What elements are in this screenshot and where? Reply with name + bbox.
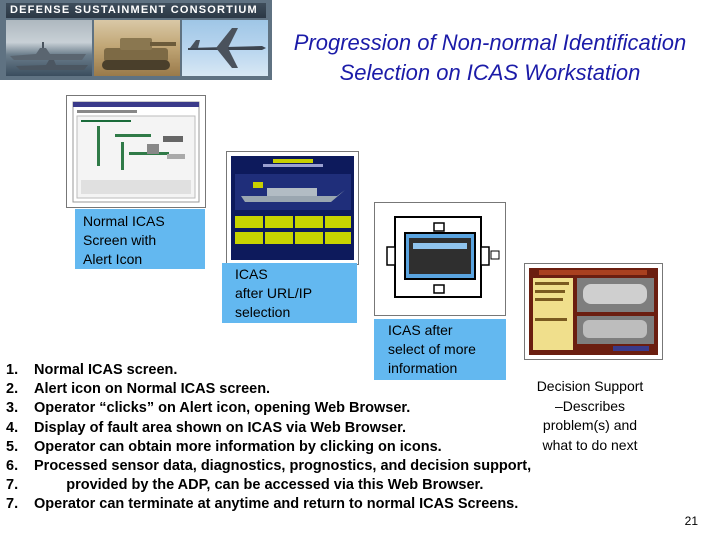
step-number: 1. — [6, 362, 19, 378]
callout-normal-icas-line-2: Screen with — [83, 232, 157, 248]
step-number: 6. — [6, 458, 19, 475]
decision-support-line-3: problem(s) and — [542, 417, 638, 433]
decision-support-line-2: –Describes — [554, 397, 626, 414]
callout-after-select-line-1: ICAS after — [388, 322, 453, 338]
callout-after-url: ICAS after URL/IP selection — [222, 263, 357, 323]
callout-normal-icas-line-1: Normal ICAS — [83, 213, 165, 229]
decision-support-line-4: what to do next — [542, 436, 638, 453]
step-number: 3. — [6, 400, 19, 417]
normal-icas-screenshot — [66, 95, 206, 208]
decision-support-screenshot — [524, 263, 663, 360]
step-item: 7. Operator can terminate at anytime and … — [6, 495, 531, 514]
callout-after-select: ICAS after select of more information — [374, 319, 506, 380]
step-item: 5. Operator can obtain more information b… — [6, 438, 531, 457]
callout-after-select-line-3: information — [388, 360, 458, 376]
callout-after-url-line-3: selection — [235, 304, 291, 320]
icas-url-screenshot — [226, 151, 359, 265]
step-number: 5. — [6, 438, 19, 455]
step-text: Operator “clicks” on Alert icon, opening… — [34, 400, 411, 417]
step-text: Operator can terminate at anytime and re… — [34, 496, 519, 513]
step-item: 1. Normal ICAS screen. — [6, 361, 531, 380]
steps-list: 1. Normal ICAS screen. 2. Alert icon on No… — [6, 361, 531, 515]
title-line-1: Progression of Non-normal Identification — [293, 30, 687, 55]
component-detail-image — [386, 216, 500, 298]
callout-after-url-line-1: ICAS — [235, 266, 268, 282]
step-text: Alert icon on Normal ICAS screen. — [34, 381, 271, 398]
icas-screen-image — [72, 101, 200, 203]
ships-photo — [6, 20, 92, 76]
callout-after-url-line-2: after URL/IP — [235, 285, 313, 301]
slide-title: Progression of Non-normal Identification… — [270, 28, 710, 88]
banner-title: DEFENSE SUSTAINMENT CONSORTIUM — [6, 3, 266, 18]
step-number: 2. — [6, 381, 19, 398]
step-text: Normal ICAS screen. — [34, 362, 178, 378]
step-number: 4. — [6, 419, 19, 436]
step-item: 4. Display of fault area shown on ICAS vi… — [6, 419, 531, 438]
step-number: 7. — [6, 496, 19, 513]
step-item: 3. Operator “clicks” on Alert icon, openi… — [6, 399, 531, 418]
page-number: 21 — [684, 514, 698, 528]
step-number: 7. — [6, 477, 19, 494]
step-item: 6. Processed sensor data, diagnostics, pr… — [6, 457, 531, 476]
decision-support-image — [529, 268, 658, 355]
step-text: Operator can obtain more information by … — [34, 438, 442, 455]
step-text: Processed sensor data, diagnostics, prog… — [34, 458, 532, 475]
tank-photo — [94, 20, 180, 76]
decision-support-line-1: Decision Support — [536, 378, 644, 394]
step-item: 2. Alert icon on Normal ICAS screen. — [6, 380, 531, 399]
callout-normal-icas-line-3: Alert Icon — [83, 251, 143, 267]
step-text: provided by the ADP, can be accessed via… — [34, 477, 484, 494]
step-item: 7. provided by the ADP, can be accessed … — [6, 476, 531, 495]
step-text: Display of fault area shown on ICAS via … — [34, 419, 406, 436]
callout-normal-icas: Normal ICAS Screen with Alert Icon — [75, 209, 205, 269]
plane-photo — [182, 20, 268, 76]
decision-support-text: Decision Support –Describes problem(s) a… — [520, 377, 660, 455]
component-detail-screenshot — [374, 202, 506, 316]
ship-display-image — [231, 156, 354, 260]
header-banner: DEFENSE SUSTAINMENT CONSORTIUM — [0, 0, 272, 80]
title-line-2: Selection on ICAS Workstation — [339, 60, 641, 85]
callout-after-select-line-2: select of more — [388, 341, 476, 357]
